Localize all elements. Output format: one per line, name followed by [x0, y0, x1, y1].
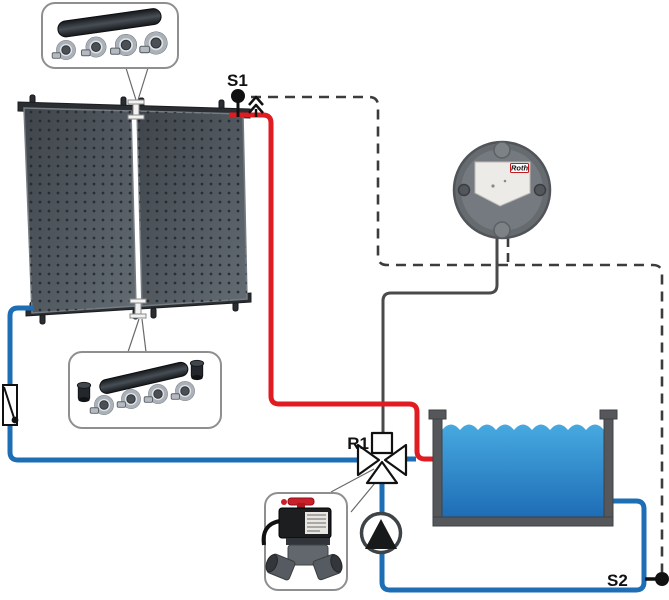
- valve-label-lines: [307, 514, 326, 532]
- valve-collar: [286, 538, 330, 545]
- rubber-hose-icon: [99, 361, 189, 394]
- valve-actuator-square: [370, 431, 394, 455]
- callout-pointer-lines: [125, 67, 149, 101]
- valve-handle-post: [297, 503, 305, 511]
- sensor-s1-label: S1: [227, 71, 248, 90]
- absorber-left-dots: [24, 108, 136, 313]
- valve-right-triangle: [383, 443, 408, 477]
- end-cap-icon: [189, 359, 205, 381]
- valve-bottom-triangle: [365, 460, 399, 485]
- panel-join-connector-top: [127, 99, 145, 120]
- valve-control-wire: [381, 236, 499, 433]
- controller-screw-right: [533, 183, 547, 197]
- motor-valve-photo: [261, 497, 343, 581]
- wiring: [251, 95, 664, 572]
- controller-bottom-tab: [493, 221, 511, 239]
- solar-absorber-panel: [17, 94, 252, 325]
- hose-clamp-kit-callout-bottom: [68, 318, 222, 429]
- callout-pointer-lines: [127, 318, 147, 353]
- label-dot: [503, 179, 507, 183]
- pool-walls: [428, 409, 618, 527]
- end-cap-icon: [76, 381, 92, 403]
- controller-screw-left: [457, 183, 471, 197]
- pool-water: [442, 424, 604, 517]
- sensor-s2-bulb-icon: [655, 572, 669, 586]
- valve-label: R1: [347, 434, 369, 453]
- sensor-s2-label: S2: [607, 571, 628, 590]
- pool-sensor-s2: S2: [607, 571, 669, 590]
- valve-port-left: [265, 553, 296, 581]
- sensor-wire-dashed: [251, 95, 664, 572]
- cold-pipe-pool-suction: [379, 478, 647, 593]
- collector-sensor-s1: S1: [227, 71, 264, 117]
- valve-cable: [261, 519, 281, 546]
- brand-logo-text: Roth: [511, 164, 528, 173]
- pool-controller: Roth: [452, 140, 552, 240]
- pump-arrow-icon: [365, 519, 397, 549]
- flow-direction-up-icon: [248, 95, 264, 117]
- rubber-hose-icon: [57, 8, 162, 38]
- panel-join-connector-bottom: [129, 298, 147, 319]
- sensor-s1-bulb-icon: [231, 89, 245, 103]
- brand-logo-frame: [510, 163, 529, 173]
- controller-top-tab: [493, 141, 511, 159]
- valve-port-right: [312, 553, 343, 581]
- label-dot: [491, 184, 495, 188]
- three-way-valve-symbol: R1: [347, 431, 408, 485]
- swimming-pool: [428, 409, 618, 527]
- valve-left-triangle: [356, 443, 381, 477]
- absorber-right-dots: [137, 111, 247, 306]
- check-valve: [2, 384, 19, 426]
- hose-clamp-kit-callout-top: [41, 2, 179, 101]
- valve-handle-knob: [281, 499, 287, 505]
- hot-pipe-panel-return: [229, 112, 441, 462]
- motor-valve-callout: [261, 468, 381, 591]
- circulation-pump: [359, 511, 403, 555]
